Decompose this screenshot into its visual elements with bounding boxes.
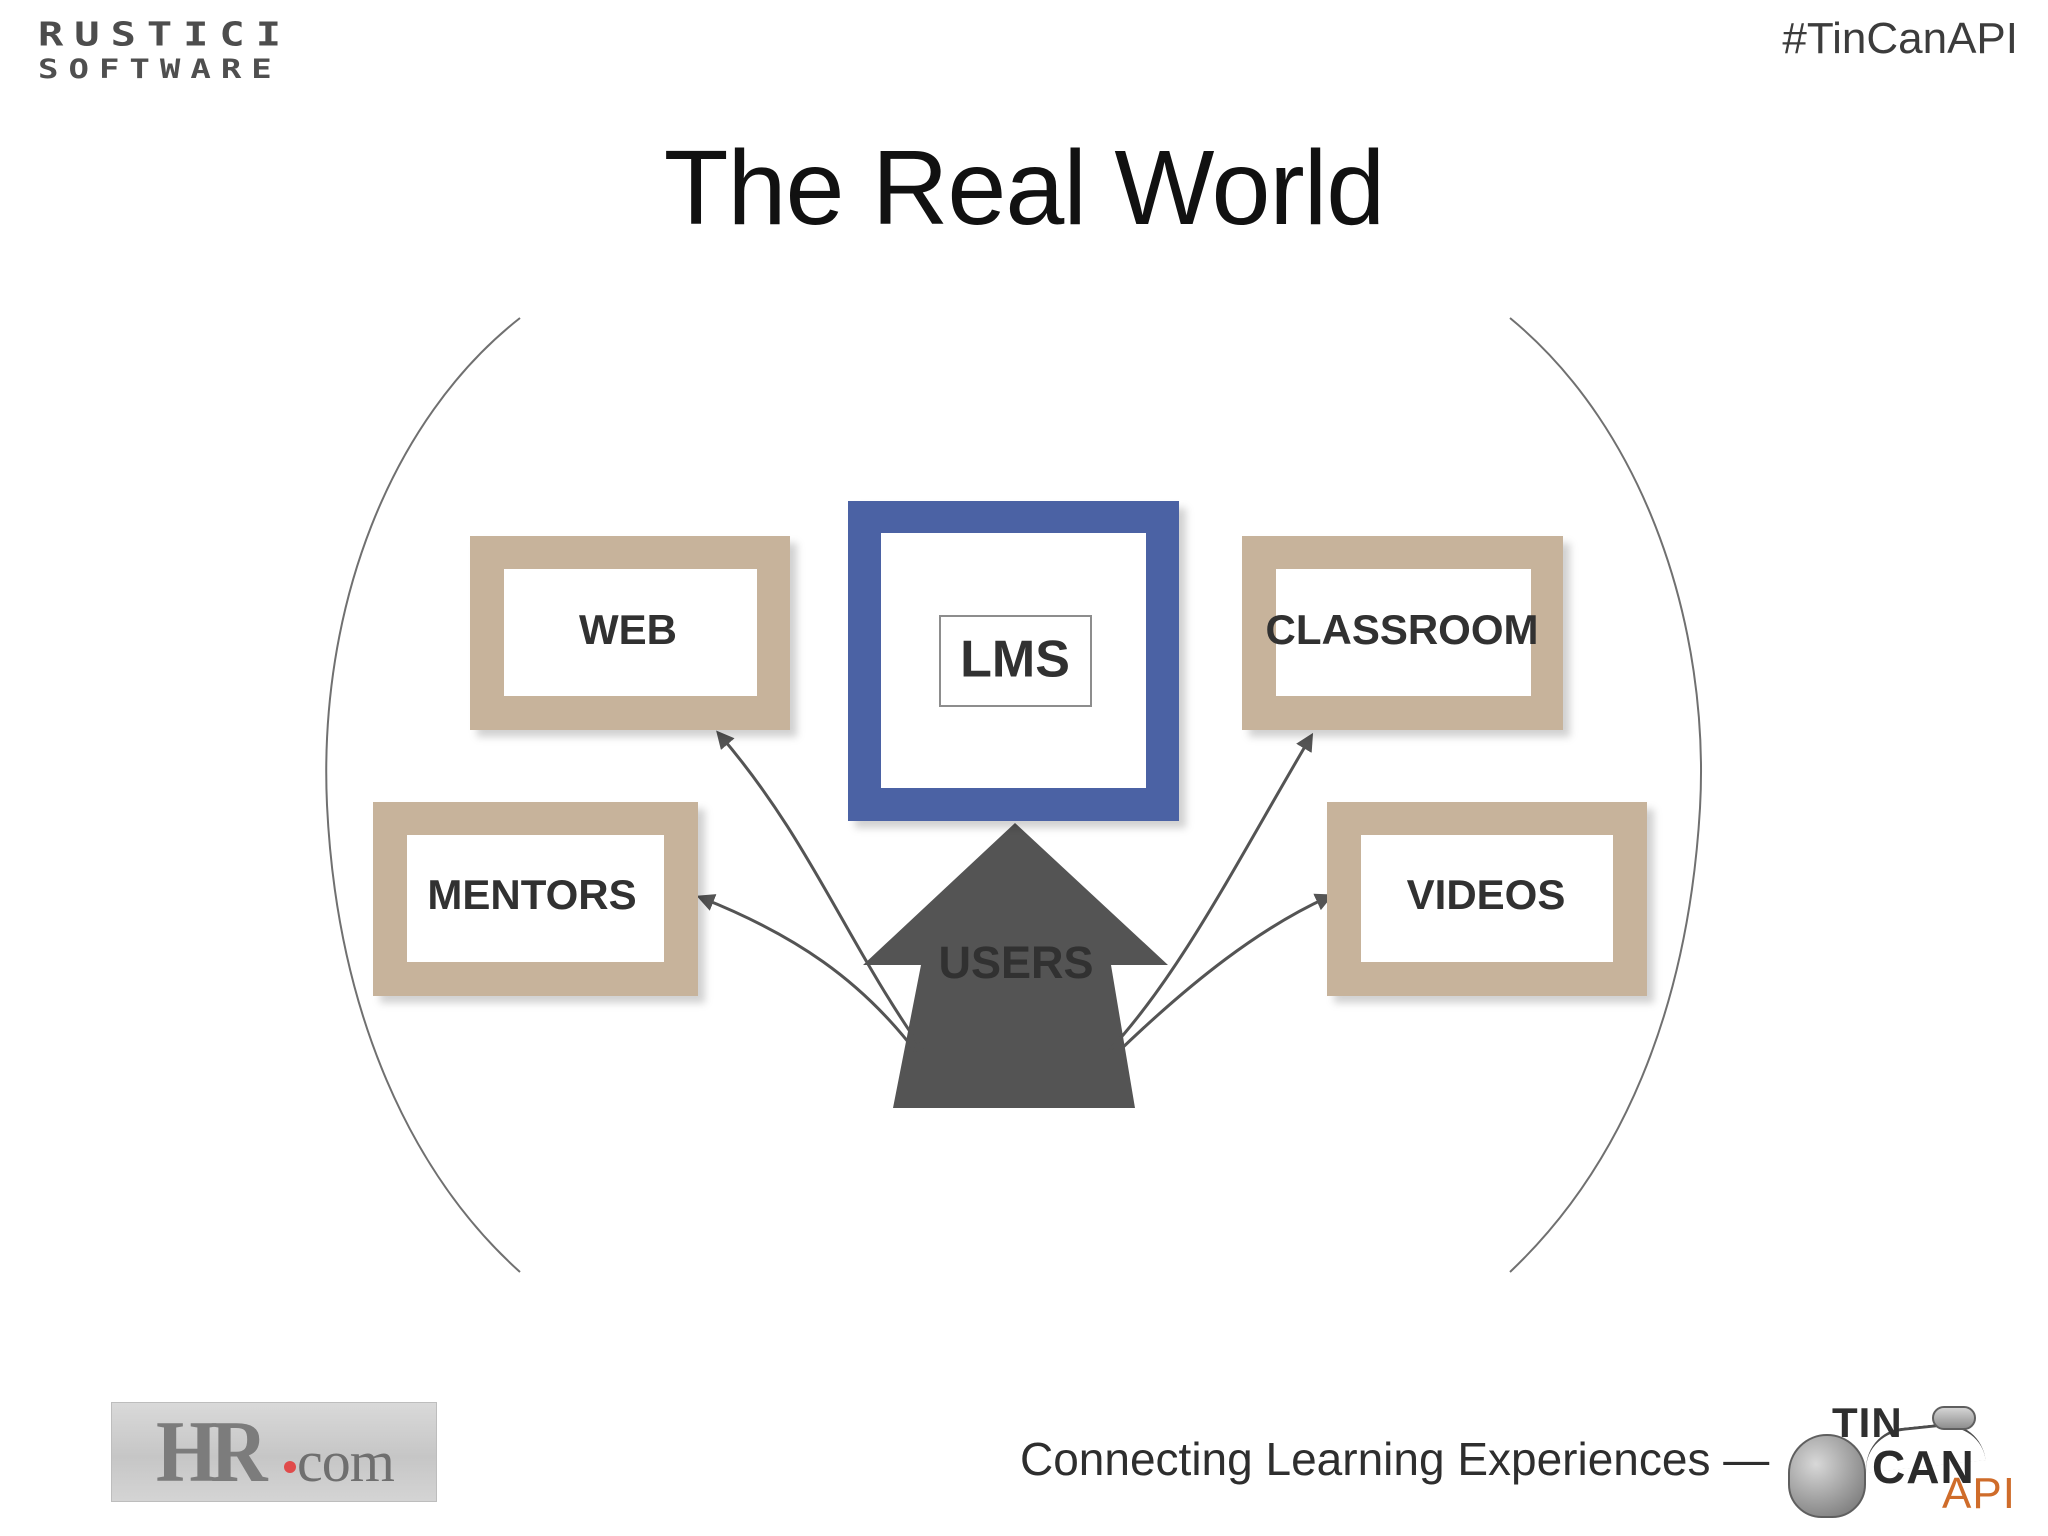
arrow-to-videos <box>1116 893 1334 1054</box>
mentors-frame <box>373 802 698 996</box>
footer-tagline: Connecting Learning Experiences — <box>1020 1433 1770 1485</box>
classroom-frame <box>1242 536 1563 730</box>
brand-bottom-text: SOFTWARE <box>38 53 282 85</box>
lms-frame <box>848 501 1179 821</box>
videos-label: VIDEOS <box>1407 871 1566 918</box>
lms-label: LMS <box>960 631 1070 689</box>
mentors-node <box>373 802 698 996</box>
lms-node <box>848 501 1179 821</box>
rustici-software-logo: RUSTICI SOFTWARE <box>38 18 328 90</box>
tin-can-api-logo: TIN CAN API <box>1772 1392 2015 1522</box>
classroom-panel <box>1276 569 1531 696</box>
can-icon <box>1788 1434 1866 1518</box>
videos-node <box>1327 802 1647 996</box>
tincan-can-text: CAN <box>1872 1441 1975 1493</box>
hr-logo-main-text: HR <box>156 1404 268 1501</box>
small-can-icon <box>1932 1406 1976 1430</box>
brand-top-text: RUSTICI <box>38 14 293 54</box>
web-label: WEB <box>579 606 677 653</box>
web-frame <box>470 536 790 730</box>
lms-panel <box>881 533 1146 788</box>
right-boundary-arc <box>1509 317 1702 1273</box>
arrow-to-mentors <box>696 894 918 1053</box>
web-panel <box>504 569 757 696</box>
classroom-label: CLASSROOM <box>1266 606 1539 653</box>
lms-inner-box <box>939 615 1092 707</box>
classroom-node <box>1242 536 1563 730</box>
users-label: USERS <box>938 937 1093 988</box>
hr-com-logo: HR com <box>111 1402 437 1502</box>
left-boundary-arc <box>325 317 521 1273</box>
videos-frame <box>1327 802 1647 996</box>
videos-panel <box>1361 835 1613 962</box>
arrow-to-web <box>716 730 926 1053</box>
tincan-tin-text: TIN <box>1832 1399 1903 1446</box>
web-node <box>470 536 790 730</box>
mentors-panel <box>407 835 664 962</box>
users-arrow <box>863 823 1168 1108</box>
arrow-to-classroom <box>1106 732 1314 1054</box>
slide-title: The Real World <box>663 129 1385 247</box>
hr-logo-com-text: com <box>297 1429 395 1494</box>
hashtag-text: #TinCanAPI <box>1782 14 2018 63</box>
tincan-api-text: API <box>1942 1469 2016 1518</box>
hr-logo-dot <box>284 1461 296 1473</box>
mentors-label: MENTORS <box>427 871 636 918</box>
